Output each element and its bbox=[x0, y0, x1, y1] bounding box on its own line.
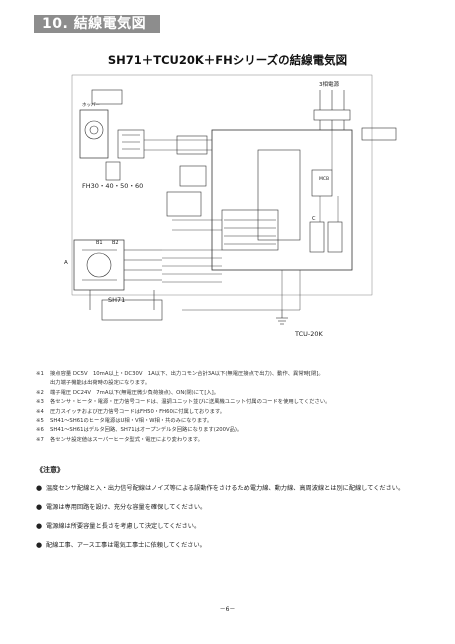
sh71-heater-unit bbox=[73, 239, 163, 321]
note-text: 端子電圧 DC24V 7mA以下(無電圧微少負荷接点)、ON(閉)にて[入]。 bbox=[50, 389, 220, 396]
note-text: 各センサ・ヒータ・電源・圧力信号コードは、温調ユニット並びに送風機ユニット付属の… bbox=[50, 399, 331, 406]
signal-wires bbox=[144, 130, 339, 311]
sh-label: SH71 bbox=[108, 296, 125, 304]
wiring-diagram: FH30・40・50・60 SH71 TCU-20K 3相電源 MCB ホッパー… bbox=[64, 74, 397, 338]
section-number: 10. bbox=[42, 16, 69, 32]
mcb-label: MCB bbox=[319, 176, 329, 182]
note-row: ※2 端子電圧 DC24V 7mA以下(無電圧微少負荷接点)、ON(閉)にて[入… bbox=[36, 389, 436, 398]
bullet-icon: ● bbox=[36, 484, 43, 492]
caution-text: 電源線は所要容量と長さを考慮して決定してください。 bbox=[46, 523, 201, 530]
footnotes: ※1 接点容量 DC5V 10mA以上・DC30V 1A以下、出力コモン合計3A… bbox=[36, 370, 436, 445]
tcu-unit bbox=[166, 129, 353, 271]
three-phase-label: 3相電源 bbox=[319, 80, 339, 88]
document-title: SH71＋TCU20K＋FHシリーズの結線電気図 bbox=[107, 53, 348, 67]
note-text: SH41～SH61はデルタ回路、SH71はオープンデルタ回路になります(200V… bbox=[50, 427, 243, 434]
note-row: ※6 SH41～SH61はデルタ回路、SH71はオープンデルタ回路になります(2… bbox=[36, 426, 436, 435]
ground-symbol bbox=[276, 310, 288, 325]
caution-text: 電源は専用回路を設け、充分な容量を確保してください。 bbox=[46, 504, 207, 511]
page-number: －6－ bbox=[219, 606, 236, 613]
fh-blower-unit bbox=[79, 89, 145, 181]
section-title: 結線電気図 bbox=[73, 16, 147, 32]
caution-list: ● 温度センサ配線と入・出力信号配線はノイズ等による誤動作をさけるため電力線、動… bbox=[36, 484, 436, 560]
caution-item: ● 電源線は所要容量と長さを考慮して決定してください。 bbox=[36, 522, 436, 531]
note-mark: ※4 bbox=[36, 408, 44, 415]
caution-text: 配線工事、アース工事は電気工事士に依頼してください。 bbox=[46, 542, 206, 549]
note-mark: ※5 bbox=[36, 418, 44, 425]
note-text: 接点容量 DC5V 10mA以上・DC30V 1A以下、出力コモン合計3A以下(… bbox=[50, 371, 324, 377]
caution-title: 《注意》 bbox=[36, 466, 64, 474]
note-row: ※7 各センサ設定値はスーパーヒータ型式・電圧により変わります。 bbox=[36, 436, 436, 445]
section-header: 10. 結線電気図 bbox=[34, 15, 160, 33]
c-label: C bbox=[312, 216, 316, 222]
hopper-label: ホッパー bbox=[82, 102, 100, 108]
note-mark: ※6 bbox=[36, 427, 44, 434]
fh-label: FH30・40・50・60 bbox=[82, 182, 143, 190]
a-label: A bbox=[64, 260, 68, 266]
note-text: 圧力スイッチおよび圧力信号コードはFH50・FH60に付属しております。 bbox=[50, 408, 226, 415]
note-text: 出力端子機能は出荷時の設定になります。 bbox=[50, 380, 151, 387]
note-mark: ※1 bbox=[36, 371, 44, 377]
tcu-label: TCU-20K bbox=[294, 330, 324, 338]
note-row: ※1 接点容量 DC5V 10mA以上・DC30V 1A以下、出力コモン合計3A… bbox=[36, 370, 436, 379]
bullet-icon: ● bbox=[36, 522, 43, 530]
note-row: ※5 SH41～SH61のヒータ電源はU相・V相・W相・共のみになります。 bbox=[36, 417, 436, 426]
caution-item: ● 配線工事、アース工事は電気工事士に依頼してください。 bbox=[36, 541, 436, 550]
note-row: ※4 圧力スイッチおよび圧力信号コードはFH50・FH60に付属しております。 bbox=[36, 408, 436, 417]
power-supply-lines bbox=[313, 90, 397, 141]
caution-item: ● 温度センサ配線と入・出力信号配線はノイズ等による誤動作をさけるため電力線、動… bbox=[36, 484, 436, 493]
bullet-icon: ● bbox=[36, 503, 43, 511]
note-text: SH41～SH61のヒータ電源はU相・V相・W相・共のみになります。 bbox=[50, 418, 213, 425]
note-row: 出力端子機能は出荷時の設定になります。 bbox=[36, 379, 436, 388]
caution-text: 温度センサ配線と入・出力信号配線はノイズ等による誤動作をさけるため電力線、動力線… bbox=[46, 485, 405, 492]
bullet-icon: ● bbox=[36, 541, 43, 549]
note-mark: ※3 bbox=[36, 399, 44, 406]
note-mark: ※7 bbox=[36, 436, 44, 443]
caution-item: ● 電源は専用回路を設け、充分な容量を確保してください。 bbox=[36, 503, 436, 512]
b1-label: B1 bbox=[96, 240, 103, 246]
note-row: ※3 各センサ・ヒータ・電源・圧力信号コードは、温調ユニット並びに送風機ユニット… bbox=[36, 398, 436, 407]
note-mark: ※2 bbox=[36, 389, 44, 396]
note-text: 各センサ設定値はスーパーヒータ型式・電圧により変わります。 bbox=[50, 436, 203, 443]
b2-label: B2 bbox=[112, 240, 119, 246]
